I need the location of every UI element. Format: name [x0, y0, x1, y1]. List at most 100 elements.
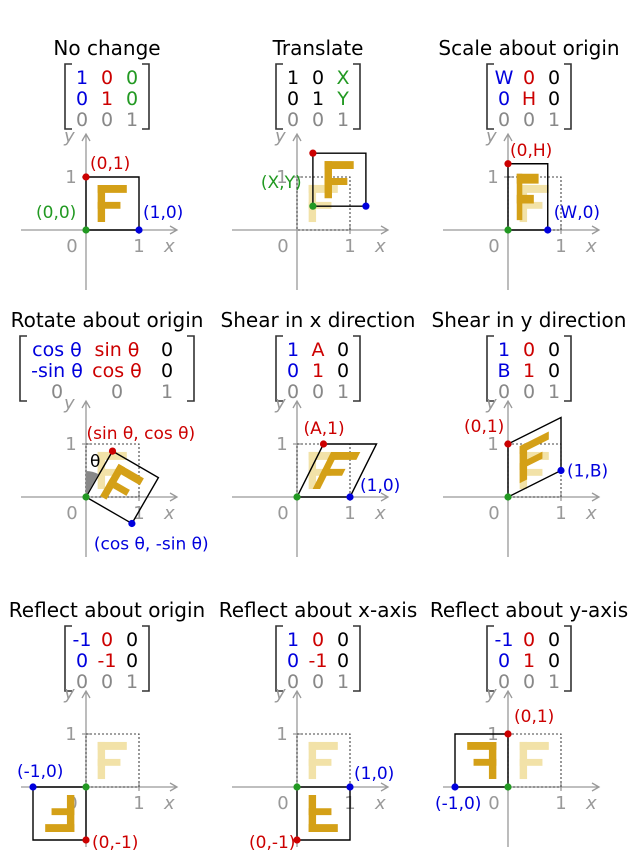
left-bracket: [64, 63, 72, 130]
matrix-cell: 0: [101, 67, 113, 89]
point-label: (0,1): [90, 154, 130, 174]
tick-label-0: 0: [66, 236, 77, 257]
original-f-shape: [308, 758, 332, 766]
matrix-cell: 0: [548, 88, 560, 110]
matrix-cell: 0: [161, 360, 173, 382]
left-bracket: [486, 625, 494, 692]
tick-label-0: 0: [488, 793, 499, 814]
matrix-cell: 0: [523, 339, 535, 361]
origin-point: [504, 493, 512, 501]
matrix-cell: 0: [498, 671, 510, 693]
matrix-cell: A: [312, 339, 325, 361]
transformed-f-shape: [114, 463, 144, 486]
matrix-cell: 1: [312, 88, 324, 110]
right-bracket: [353, 625, 361, 692]
matrix-cell: 0: [126, 629, 138, 651]
tick-label-x1: 1: [133, 236, 144, 257]
tick-label-0: 0: [277, 793, 288, 814]
point-label: (0,1): [464, 417, 504, 437]
panel-title: Shear in x direction: [221, 308, 416, 332]
original-f-shape: [519, 758, 543, 766]
e2-point: [82, 173, 90, 181]
transformed-f-shape: [324, 161, 354, 170]
origin-point: [82, 493, 90, 501]
tick-label-x1: 1: [344, 236, 355, 257]
point-label: (0,0): [36, 203, 76, 223]
tick-label-0: 0: [488, 503, 499, 524]
matrix-cell: 1: [548, 671, 560, 693]
e2-point: [293, 836, 301, 844]
transformed-f-shape: [473, 758, 497, 766]
matrix-cell: Y: [336, 88, 349, 110]
transformed-f-shape: [308, 824, 338, 833]
matrix-cell: 1: [287, 67, 299, 89]
y-axis-label: y: [485, 683, 497, 704]
e1-point: [544, 226, 552, 234]
point-label: (0,-1): [249, 833, 295, 853]
matrix-cell: cos θ: [32, 339, 82, 361]
x-axis-label: x: [163, 503, 175, 524]
matrix-cell: 0: [523, 67, 535, 89]
matrix-cell: 0: [287, 650, 299, 672]
origin-point: [82, 783, 90, 791]
transformed-f-shape: [324, 178, 348, 185]
tick-label-y1: 1: [65, 434, 76, 455]
y-axis-label: y: [485, 126, 497, 147]
y-arrow-icon: [292, 399, 302, 409]
matrix-cell: 1: [287, 629, 299, 651]
matrix-cell: 0: [126, 88, 138, 110]
original-f-shape: [308, 468, 332, 476]
transformed-f-shape: [308, 808, 332, 816]
point-label: (W,0): [554, 203, 600, 223]
x-arrow-icon: [591, 782, 601, 792]
matrix-cell: 0: [111, 381, 123, 403]
matrix-cell: B: [497, 360, 510, 382]
tick-label-y1: 1: [276, 167, 287, 188]
y-axis-label: y: [485, 393, 497, 414]
right-bracket: [353, 335, 361, 402]
transformed-square: [85, 176, 140, 231]
e2-point: [108, 447, 117, 455]
transformed-f-shape: [97, 201, 121, 209]
right-bracket: [353, 63, 361, 130]
matrix-cell: 1: [523, 360, 535, 382]
original-f-shape: [97, 451, 127, 460]
x-arrow-icon: [169, 782, 179, 792]
point-label: (1,0): [143, 203, 183, 223]
left-bracket: [275, 63, 283, 130]
e2-point: [319, 440, 328, 448]
original-f-shape: [519, 468, 543, 476]
left-bracket: [275, 625, 283, 692]
matrix-cell: 1: [126, 109, 138, 131]
matrix-cell: 1: [76, 67, 88, 89]
tick-label-x1: 1: [133, 793, 144, 814]
tick-label-x1: 1: [555, 236, 566, 257]
matrix-cell: 0: [287, 360, 299, 382]
x-arrow-icon: [169, 492, 179, 502]
x-axis-label: x: [585, 503, 597, 524]
matrix-cell: X: [336, 67, 349, 89]
matrix-cell: 0: [76, 88, 88, 110]
transformed-square: [295, 443, 378, 498]
e1-point: [346, 493, 354, 501]
original-f-shape: [519, 201, 543, 209]
y-arrow-icon: [503, 689, 513, 699]
matrix-cell: 0: [287, 88, 299, 110]
point-label: (1,0): [360, 476, 400, 496]
origin-point: [82, 226, 90, 234]
original-f-shape: [519, 184, 549, 193]
transformed-f-shape: [319, 468, 346, 476]
matrix-cell: 1: [523, 650, 535, 672]
transformed-square: [454, 733, 509, 788]
transformed-square: [312, 152, 367, 207]
x-axis-label: x: [585, 793, 597, 814]
matrix-cell: 0: [312, 109, 324, 131]
x-arrow-icon: [169, 225, 179, 235]
left-bracket: [275, 335, 283, 402]
panel-title: Scale about origin: [438, 36, 619, 60]
